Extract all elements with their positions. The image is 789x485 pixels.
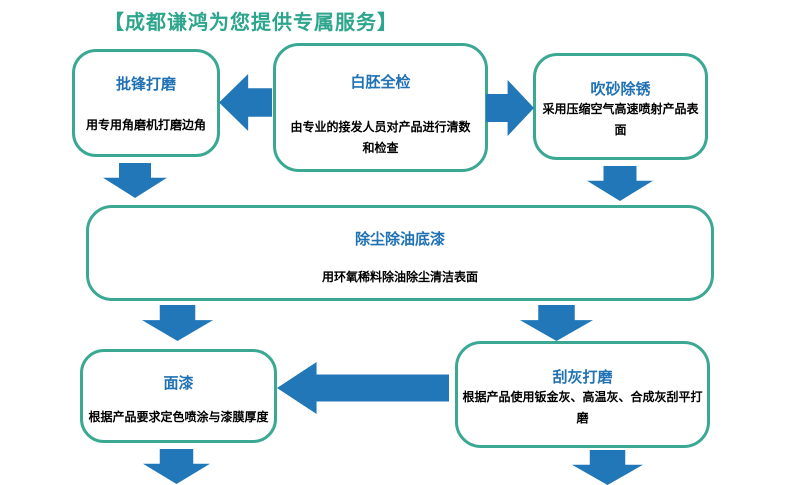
page-title: 【成都谦鸿为您提供专属服务】 bbox=[104, 12, 398, 34]
flow-arrow-putty-down-icon bbox=[572, 450, 643, 485]
node-putty-sand-title: 刮灰打磨 bbox=[552, 369, 613, 386]
node-topcoat: 面漆 根据产品要求定色喷涂与漆膜厚度 bbox=[80, 349, 277, 443]
flow-arrow-deburr-down-icon bbox=[103, 163, 167, 198]
flow-arrow-primer-to-topcoat-icon bbox=[142, 305, 213, 341]
flow-arrow-putty-to-topcoat-icon bbox=[277, 362, 449, 414]
node-sandblast-title: 吹砂除锈 bbox=[590, 81, 651, 98]
node-primer-desc: 用环氧稀料除油除尘清洁表面 bbox=[321, 270, 478, 284]
node-blank-inspect-title: 白胚全检 bbox=[350, 74, 411, 91]
node-deburr-title: 批锋打磨 bbox=[115, 76, 176, 93]
node-primer-title: 除尘除油底漆 bbox=[354, 231, 445, 248]
flow-arrow-sandblast-down-icon bbox=[587, 166, 653, 201]
node-sandblast-desc: 采用压缩空气高速喷射产品表面 bbox=[542, 102, 699, 137]
node-putty-sand: 刮灰打磨 根据产品使用钣金灰、高温灰、合成灰刮平打磨 bbox=[455, 341, 710, 448]
flow-arrow-inspect-to-sandblast-icon bbox=[486, 80, 534, 136]
node-deburr-desc: 用专用角磨机打磨边角 bbox=[85, 118, 206, 132]
flow-arrow-inspect-to-deburr-icon bbox=[219, 74, 272, 131]
node-blank-inspect-desc: 由专业的接发人员对产品进行清数和检查 bbox=[290, 120, 471, 155]
node-putty-sand-desc: 根据产品使用钣金灰、高温灰、合成灰刮平打磨 bbox=[462, 390, 703, 425]
flow-arrow-topcoat-down-icon bbox=[143, 449, 210, 484]
flow-arrow-primer-to-putty-icon bbox=[520, 305, 593, 341]
node-topcoat-title: 面漆 bbox=[163, 375, 194, 392]
node-blank-inspect: 白胚全检 由专业的接发人员对产品进行清数和检查 bbox=[273, 43, 488, 172]
node-deburr: 批锋打磨 用专用角磨机打磨边角 bbox=[72, 49, 220, 157]
node-sandblast: 吹砂除锈 采用压缩空气高速喷射产品表面 bbox=[533, 53, 708, 160]
node-topcoat-desc: 根据产品要求定色喷涂与漆膜厚度 bbox=[88, 410, 269, 424]
node-primer: 除尘除油底漆 用环氧稀料除油除尘清洁表面 bbox=[86, 205, 714, 301]
